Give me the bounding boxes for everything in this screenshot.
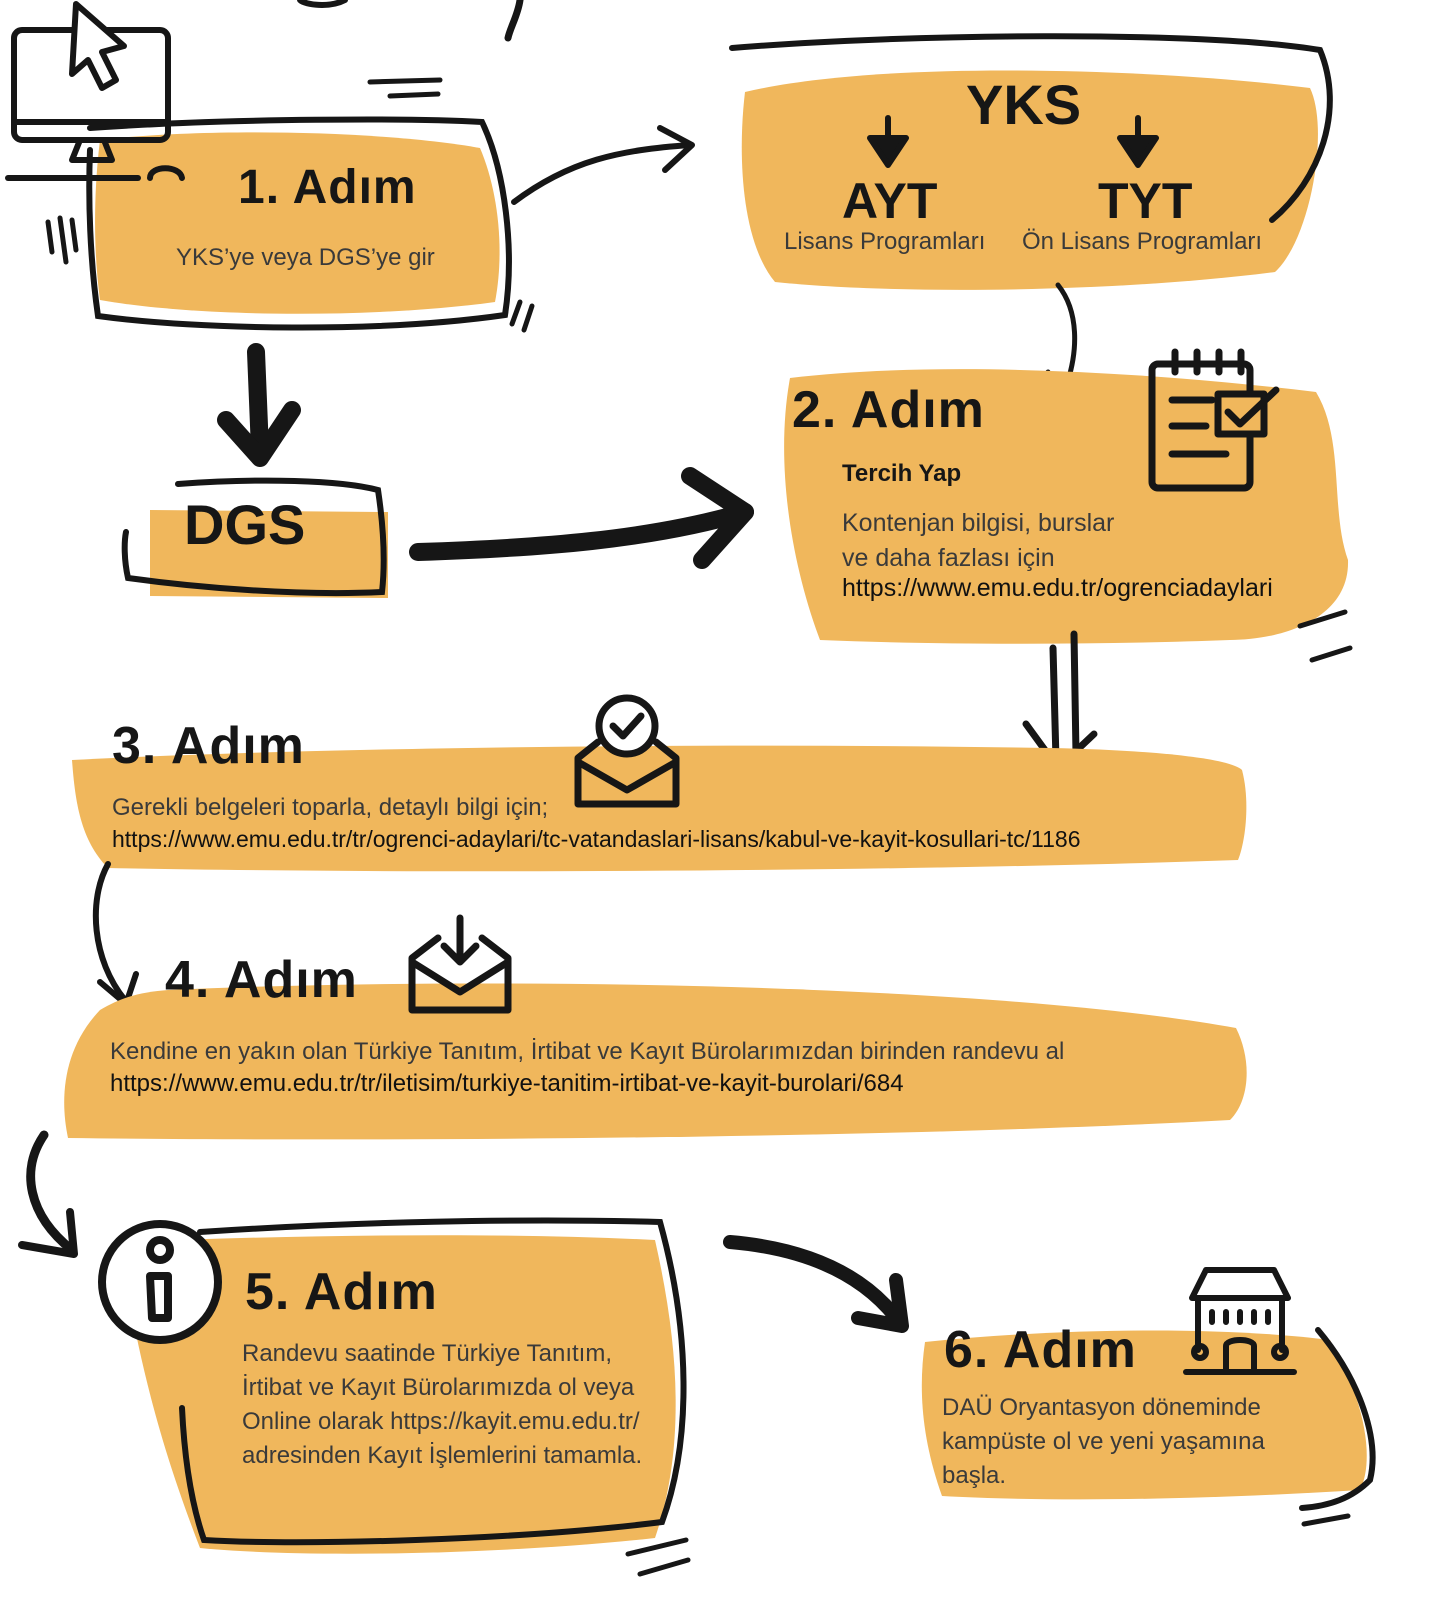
- step1-text: YKS’ye veya DGS’ye gir: [176, 244, 435, 271]
- info-icon: [98, 1220, 222, 1344]
- step4-text: Kendine en yakın olan Türkiye Tanıtım, İ…: [110, 1038, 1065, 1065]
- step4-band: [64, 983, 1247, 1140]
- step1-title: 1. Adım: [238, 161, 417, 214]
- step3-text: Gerekli belgeleri toparla, detaylı bilgi…: [112, 794, 549, 821]
- step5-box: [120, 1235, 676, 1554]
- tyt-text: Ön Lisans Programları: [1022, 228, 1263, 255]
- step4-link[interactable]: https://www.emu.edu.tr/tr/iletisim/turki…: [110, 1070, 904, 1097]
- ayt-title: AYT: [842, 173, 938, 229]
- step3-link[interactable]: https://www.emu.edu.tr/tr/ogrenci-adayla…: [112, 826, 1081, 852]
- ayt-text: Lisans Programları: [784, 228, 986, 255]
- step5-line: İrtibat ve Kayıt Bürolarımızda ol veya: [242, 1374, 635, 1401]
- tyt-title: TYT: [1098, 173, 1193, 229]
- envelope-check-icon: [574, 694, 680, 808]
- envelope-download-icon: [408, 914, 512, 1014]
- step4-title: 4. Adım: [165, 951, 358, 1009]
- step2-box: [784, 369, 1349, 644]
- computer-icon: [5, 27, 185, 181]
- step6-title: 6. Adım: [944, 1321, 1137, 1379]
- dgs-box: [150, 510, 388, 598]
- step5-line: Randevu saatinde Türkiye Tanıtım,: [242, 1340, 612, 1367]
- step5-title: 5. Adım: [245, 1263, 438, 1321]
- clipboard-check-icon: [1148, 348, 1280, 492]
- step1-box: [95, 132, 500, 314]
- step2-title: 2. Adım: [792, 381, 985, 439]
- step2-text-line2: ve daha fazlası için: [842, 544, 1055, 572]
- step2-text-line1: Kontenjan bilgisi, burslar: [842, 509, 1115, 537]
- step3-band: [72, 745, 1247, 872]
- yks-title: YKS: [966, 73, 1082, 136]
- dgs-title: DGS: [184, 493, 306, 556]
- step2-link[interactable]: https://www.emu.edu.tr/ogrenciadaylari: [842, 574, 1273, 602]
- step6-line: DAÜ Oryantasyon döneminde: [942, 1394, 1261, 1421]
- step6-line: kampüste ol ve yeni yaşamına: [942, 1428, 1265, 1455]
- step5-line: adresinden Kayıt İşlemlerini tamamla.: [242, 1442, 643, 1469]
- step6-line: başla.: [942, 1462, 1007, 1489]
- step2-subtitle: Tercih Yap: [842, 460, 962, 487]
- step5-line: Online olarak https://kayit.emu.edu.tr/: [242, 1408, 640, 1435]
- step3-title: 3. Adım: [112, 717, 305, 775]
- campus-building-icon: [1183, 1267, 1297, 1375]
